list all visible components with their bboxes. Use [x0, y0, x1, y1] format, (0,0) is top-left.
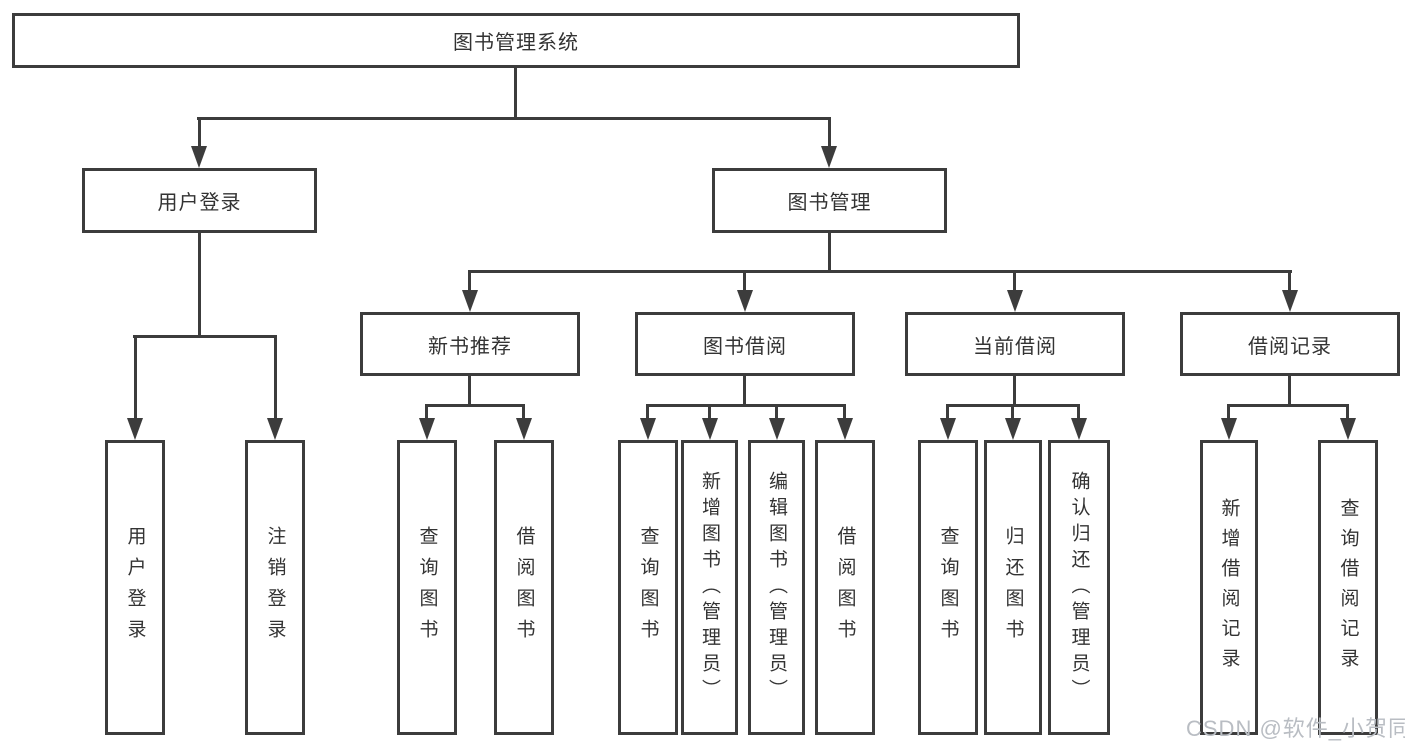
- arrowhead-bb-query: [640, 418, 656, 440]
- arrowhead-nb-query: [419, 418, 435, 440]
- connector-borrowrecords-rail: [1227, 404, 1349, 407]
- node-label: 当前借阅: [973, 335, 1057, 358]
- node-label: 归还图书: [1002, 525, 1024, 650]
- leaf-br-add: 新增借阅记录: [1200, 440, 1258, 735]
- node-label: 编辑图书（管理员）: [766, 470, 787, 705]
- node-new-books: 新书推荐: [360, 312, 580, 376]
- arrowhead-book-borrow: [737, 290, 753, 312]
- node-label: 用户登录: [124, 525, 146, 650]
- node-label: 查询图书: [937, 525, 959, 650]
- arrowhead-bb-add: [702, 418, 718, 440]
- connector-arrow-shaft: [198, 117, 201, 149]
- arrowhead-book-mgmt: [821, 146, 837, 168]
- connector-arrow-shaft: [743, 270, 746, 292]
- arrowhead-cb-confirm: [1071, 418, 1087, 440]
- connector-arrow-shaft: [946, 404, 949, 422]
- node-label: 新增借阅记录: [1218, 497, 1240, 678]
- arrowhead-new-books: [462, 290, 478, 312]
- arrowhead-leaf-user-login: [127, 418, 143, 440]
- node-label: 图书借阅: [703, 335, 787, 358]
- connector-root-stub: [514, 68, 517, 120]
- connector-arrow-shaft: [646, 404, 649, 422]
- node-label: 注销登录: [264, 525, 286, 650]
- leaf-bb-query: 查询图书: [618, 440, 678, 735]
- connector-arrow-shaft: [468, 270, 471, 292]
- node-book-borrow: 图书借阅: [635, 312, 855, 376]
- leaf-br-query: 查询借阅记录: [1318, 440, 1378, 735]
- node-label: 借阅图书: [513, 525, 535, 650]
- node-book-mgmt: 图书管理: [712, 168, 947, 233]
- node-label: 查询图书: [416, 525, 438, 650]
- connector-arrow-shaft: [843, 404, 846, 422]
- leaf-cb-confirm: 确认归还（管理员）: [1048, 440, 1110, 735]
- leaf-user-login: 用户登录: [105, 440, 165, 735]
- leaf-nb-borrow: 借阅图书: [494, 440, 554, 735]
- connector-arrow-shaft: [1013, 270, 1016, 292]
- connector-userlogin-rail: [133, 335, 277, 338]
- connector-arrow-shaft: [274, 335, 277, 420]
- node-label: 查询借阅记录: [1337, 497, 1359, 678]
- arrowhead-user-login: [191, 146, 207, 168]
- node-root: 图书管理系统: [12, 13, 1020, 68]
- connector-arrow-shaft: [708, 404, 711, 422]
- leaf-cb-query: 查询图书: [918, 440, 978, 735]
- arrowhead-br-query: [1340, 418, 1356, 440]
- leaf-cb-return: 归还图书: [984, 440, 1042, 735]
- node-label: 图书管理系统: [453, 32, 579, 54]
- node-user-login: 用户登录: [82, 168, 317, 233]
- connector-arrow-shaft: [1227, 404, 1230, 422]
- leaf-bb-add: 新增图书（管理员）: [681, 440, 738, 735]
- connector-arrow-shaft: [775, 404, 778, 422]
- connector-arrow-shaft: [1077, 404, 1080, 422]
- connector-bookmgmt-stub: [828, 233, 831, 273]
- connector-newbooks-rail: [425, 404, 525, 407]
- connector-arrow-shaft: [522, 404, 525, 422]
- arrowhead-nb-borrow: [516, 418, 532, 440]
- node-borrow-records: 借阅记录: [1180, 312, 1400, 376]
- connector-arrow-shaft: [425, 404, 428, 422]
- arrowhead-cb-query: [940, 418, 956, 440]
- leaf-nb-query: 查询图书: [397, 440, 457, 735]
- connector-borrowrecords-stub: [1288, 376, 1291, 407]
- connector-root-rail: [197, 117, 831, 120]
- connector-userlogin-stub: [198, 233, 201, 338]
- leaf-logout: 注销登录: [245, 440, 305, 735]
- node-label: 用户登录: [157, 192, 242, 214]
- node-label: 借阅记录: [1248, 335, 1332, 358]
- connector-arrow-shaft: [134, 335, 137, 420]
- connector-bookborrow-stub: [743, 376, 746, 407]
- connector-currentborrow-stub: [1013, 376, 1016, 407]
- arrowhead-br-add: [1221, 418, 1237, 440]
- arrowhead-current-borrow: [1007, 290, 1023, 312]
- arrowhead-bb-edit: [769, 418, 785, 440]
- node-label: 新书推荐: [428, 335, 512, 358]
- connector-arrow-shaft: [1346, 404, 1349, 422]
- node-current-borrow: 当前借阅: [905, 312, 1125, 376]
- node-label: 借阅图书: [834, 525, 856, 650]
- leaf-bb-borrow: 借阅图书: [815, 440, 875, 735]
- arrowhead-leaf-logout: [267, 418, 283, 440]
- connector-arrow-shaft: [828, 117, 831, 149]
- arrowhead-cb-return: [1005, 418, 1021, 440]
- csdn-watermark: CSDN @软件_小贺同学: [1186, 716, 1405, 741]
- arrowhead-borrow-records: [1282, 290, 1298, 312]
- node-label: 图书管理: [787, 192, 872, 214]
- connector-arrow-shaft: [1011, 404, 1014, 422]
- connector-arrow-shaft: [1288, 270, 1291, 292]
- node-label: 确认归还（管理员）: [1068, 470, 1090, 705]
- arrowhead-bb-borrow: [837, 418, 853, 440]
- leaf-bb-edit: 编辑图书（管理员）: [748, 440, 805, 735]
- connector-newbooks-stub: [468, 376, 471, 407]
- connector-bookborrow-rail: [646, 404, 846, 407]
- node-label: 新增图书（管理员）: [699, 470, 720, 705]
- connector-bookmgmt-rail: [468, 270, 1292, 273]
- node-label: 查询图书: [637, 525, 659, 650]
